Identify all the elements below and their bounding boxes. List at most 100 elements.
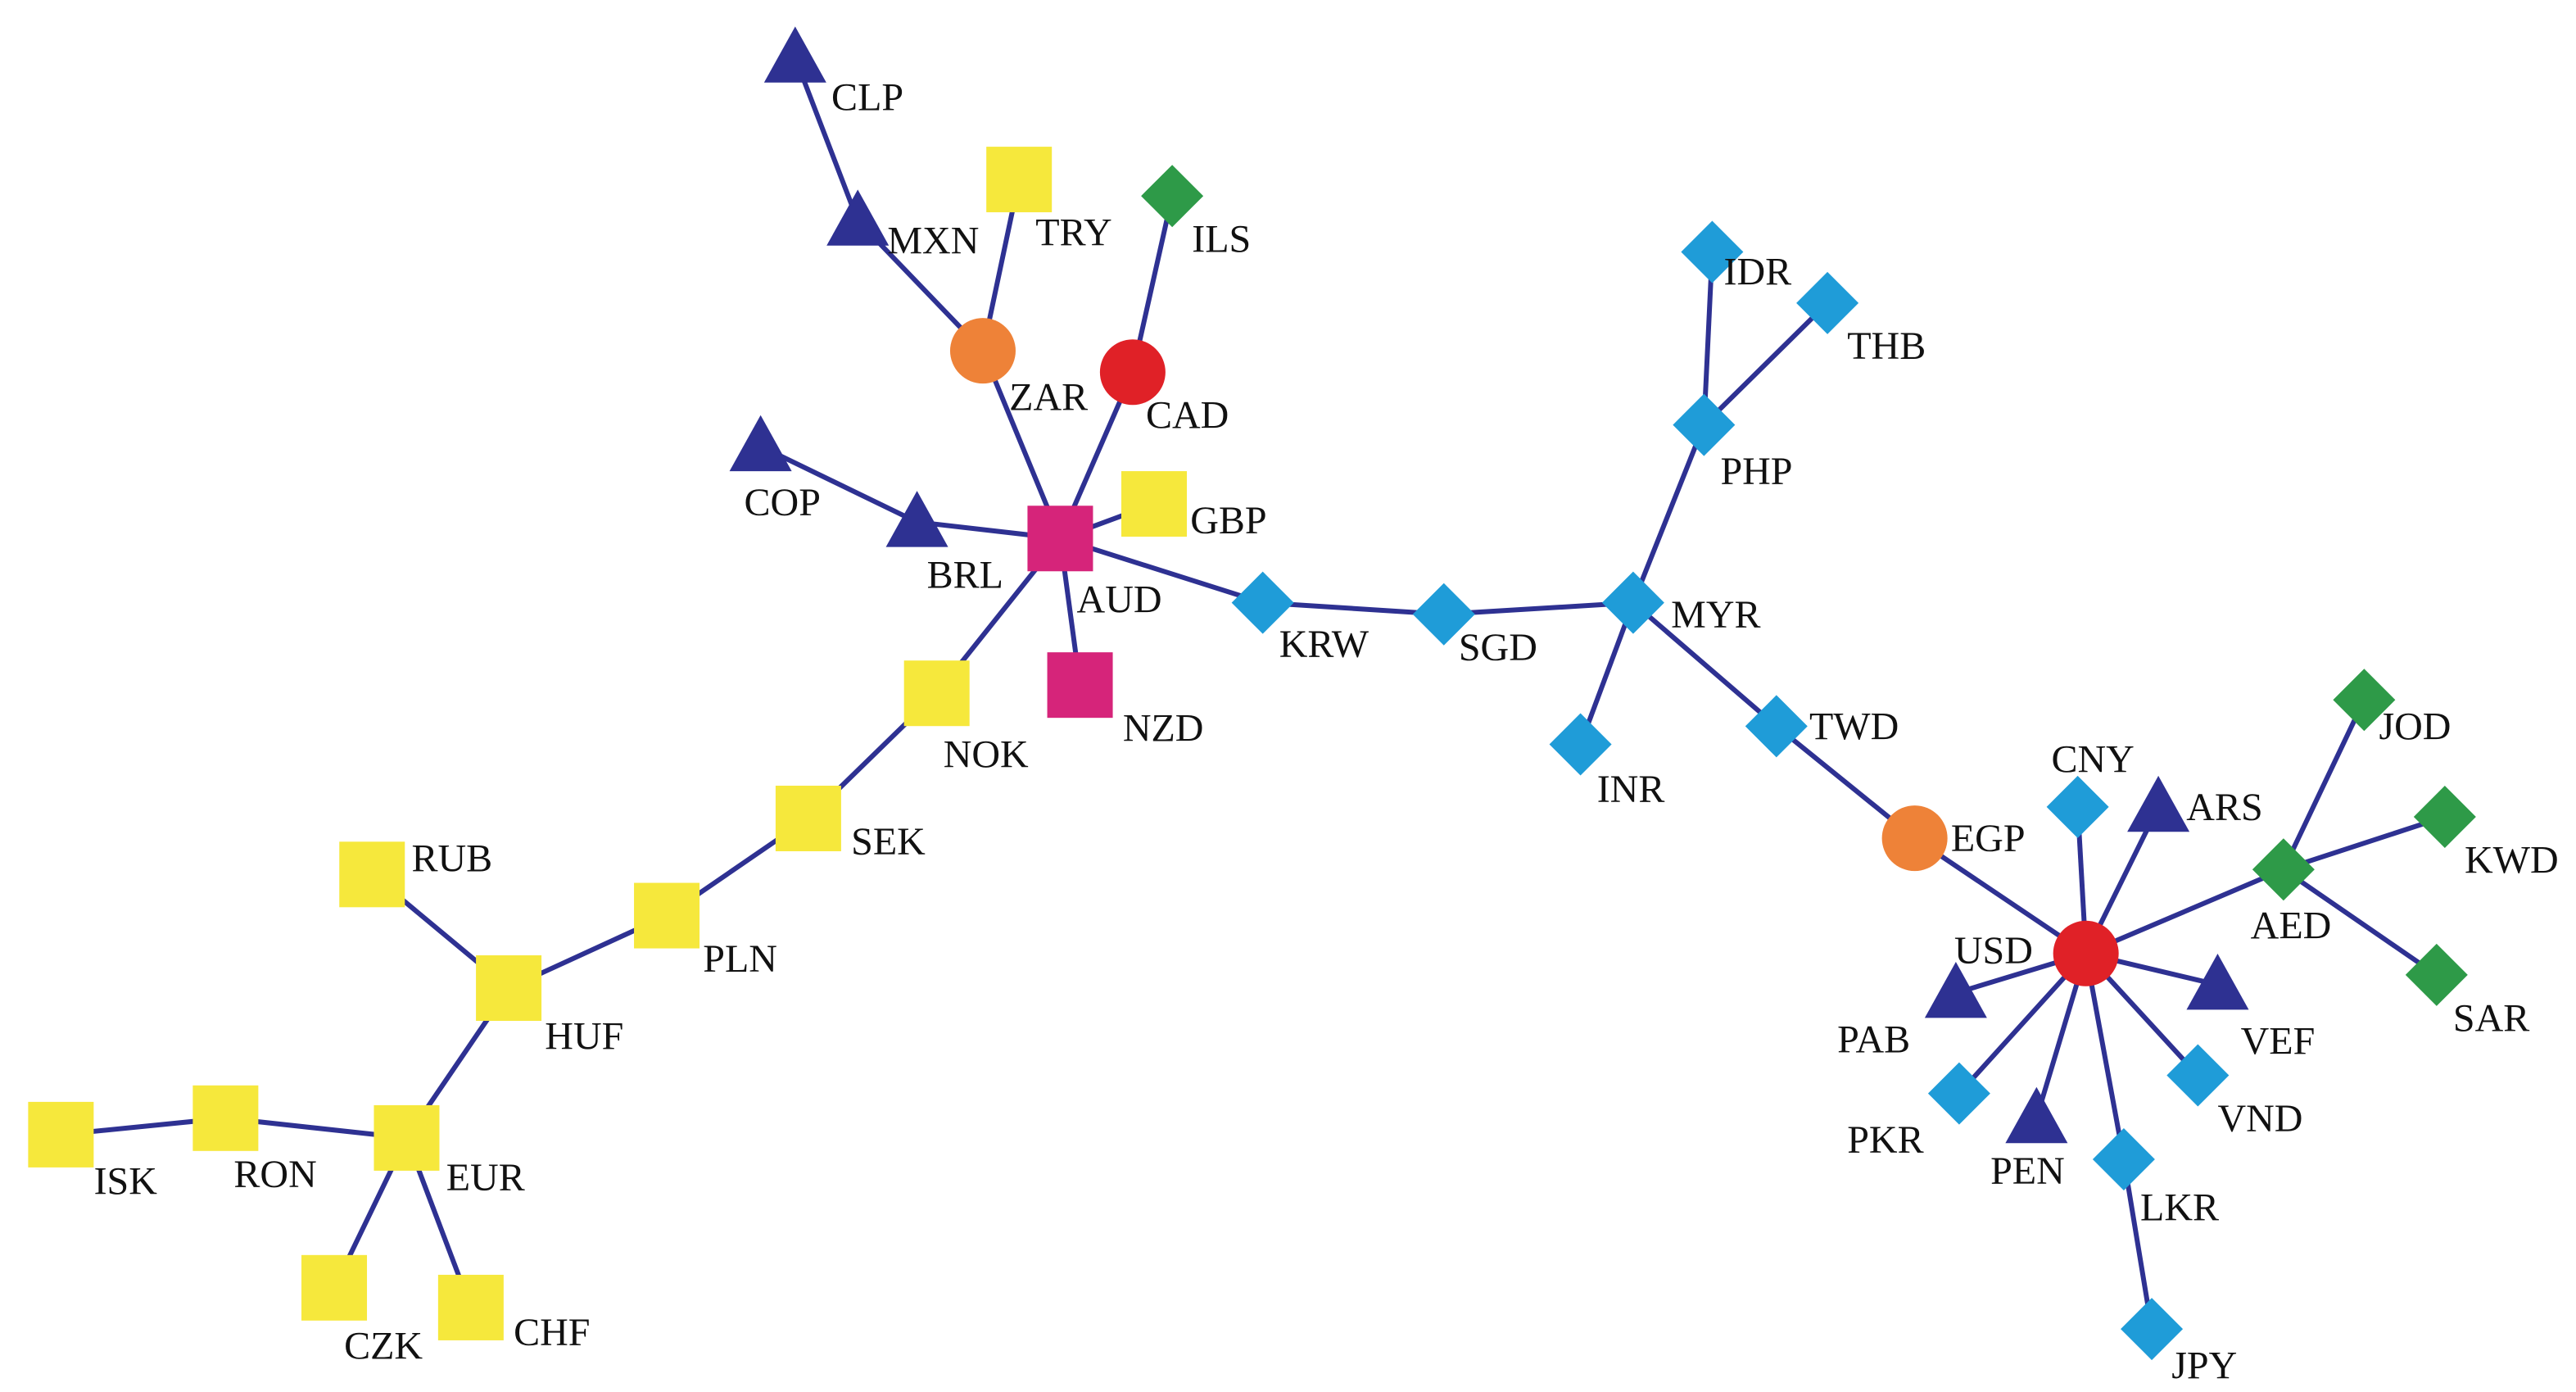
- node-vnd: [2166, 1044, 2230, 1107]
- edge-myr-php: [1631, 424, 1707, 604]
- node-nzd: [1047, 652, 1113, 719]
- edge-aed-sar: [2282, 867, 2438, 977]
- label-nzd: NZD: [1123, 707, 1204, 750]
- node-zar: [949, 318, 1016, 384]
- edge-php-thb: [1702, 301, 1830, 427]
- node-isk: [28, 1101, 94, 1168]
- label-kwd: KWD: [2465, 838, 2559, 882]
- node-ron: [192, 1085, 259, 1151]
- node-clp: [763, 26, 826, 83]
- node-brl: [885, 491, 948, 547]
- label-aed: AED: [2251, 905, 2332, 948]
- label-egp: EGP: [1951, 817, 2026, 860]
- edge-usd-aed: [2085, 867, 2285, 956]
- node-sar: [2405, 943, 2468, 1006]
- node-thb: [1796, 271, 1859, 334]
- label-vnd: VND: [2217, 1097, 2302, 1140]
- node-kwd: [2413, 785, 2476, 848]
- node-cad: [1099, 339, 1166, 406]
- label-vef: VEF: [2241, 1019, 2316, 1063]
- node-vef: [2186, 953, 2249, 1010]
- node-egp: [1881, 805, 1948, 872]
- node-ils: [1141, 165, 1204, 228]
- label-aud: AUD: [1077, 578, 1162, 622]
- node-twd: [1745, 695, 1808, 758]
- edge-lkr-jpy: [2121, 1158, 2155, 1330]
- label-sgd: SGD: [1459, 626, 1537, 669]
- node-php: [1673, 393, 1736, 456]
- node-krw: [1231, 571, 1294, 634]
- label-gbp: GBP: [1190, 499, 1266, 542]
- network-nodes: [28, 26, 2476, 1361]
- label-eur: EUR: [446, 1156, 525, 1199]
- node-jpy: [2121, 1298, 2184, 1361]
- label-ars: ARS: [2186, 786, 2262, 829]
- node-cop: [729, 415, 792, 472]
- label-twd: TWD: [1809, 705, 1899, 748]
- node-mxn: [826, 189, 890, 246]
- node-aud: [1027, 506, 1093, 572]
- label-try: TRY: [1035, 211, 1111, 254]
- label-nok: NOK: [944, 733, 1029, 777]
- label-cad: CAD: [1146, 394, 1229, 438]
- node-czk: [301, 1254, 368, 1321]
- node-lkr: [2092, 1128, 2155, 1191]
- node-sgd: [1412, 583, 1475, 646]
- label-zar: ZAR: [1009, 375, 1088, 419]
- node-eur: [373, 1104, 440, 1171]
- node-jod: [2333, 669, 2396, 732]
- label-idr: IDR: [1723, 251, 1791, 294]
- label-cop: COP: [745, 481, 821, 524]
- edge-krw-sgd: [1262, 600, 1444, 617]
- edge-aed-jod: [2281, 698, 2367, 871]
- node-nok: [903, 660, 970, 727]
- label-ron: RON: [233, 1153, 316, 1196]
- label-thb: THB: [1847, 324, 1926, 368]
- node-pab: [1924, 962, 1987, 1018]
- label-krw: KRW: [1279, 623, 1369, 666]
- label-jpy: JPY: [2171, 1344, 2237, 1387]
- node-usd: [2053, 920, 2119, 986]
- label-czk: CZK: [344, 1324, 423, 1367]
- node-sek: [775, 785, 841, 851]
- label-huf: HUF: [545, 1014, 623, 1058]
- edge-myr-twd: [1631, 601, 1778, 728]
- edge-usd-lkr: [2083, 953, 2126, 1160]
- label-sar: SAR: [2453, 996, 2529, 1040]
- node-aed: [2252, 838, 2315, 901]
- edge-egp-usd: [1913, 836, 2088, 956]
- label-rub: RUB: [412, 837, 493, 880]
- label-isk: ISK: [94, 1159, 158, 1203]
- node-myr: [1601, 571, 1664, 634]
- label-pen: PEN: [1990, 1149, 2065, 1193]
- node-pkr: [1927, 1062, 1990, 1125]
- label-jod: JOD: [2379, 705, 2451, 748]
- node-try: [986, 147, 1053, 213]
- label-chf: CHF: [514, 1311, 590, 1354]
- node-cny: [2046, 775, 2109, 838]
- node-chf: [437, 1274, 504, 1340]
- node-idr: [1681, 220, 1744, 283]
- node-gbp: [1121, 471, 1188, 537]
- node-inr: [1549, 713, 1612, 776]
- label-cny: CNY: [2051, 738, 2134, 782]
- label-pab: PAB: [1837, 1018, 1910, 1061]
- label-myr: MYR: [1671, 593, 1760, 637]
- node-huf: [476, 955, 542, 1021]
- label-lkr: LKR: [2140, 1186, 2219, 1229]
- node-pen: [2005, 1086, 2068, 1144]
- edge-myr-inr: [1578, 601, 1636, 746]
- label-usd: USD: [1954, 929, 2033, 973]
- node-pln: [634, 882, 700, 949]
- node-rub: [339, 841, 405, 908]
- edge-aud-krw: [1059, 536, 1264, 605]
- edge-sgd-myr: [1443, 600, 1634, 617]
- label-php: PHP: [1720, 450, 1792, 493]
- node-ars: [2127, 775, 2190, 832]
- label-inr: INR: [1597, 768, 1665, 811]
- edge-clp-mxn: [793, 57, 861, 222]
- edge-cop-brl: [759, 444, 918, 524]
- label-ils: ILS: [1192, 218, 1251, 261]
